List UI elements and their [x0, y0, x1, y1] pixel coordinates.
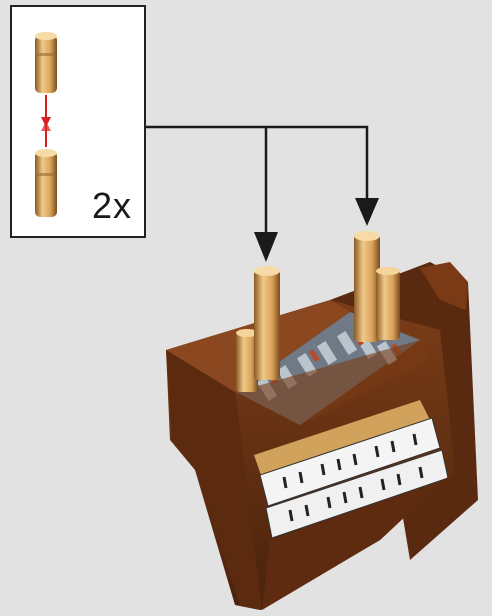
parts-callout-box: 2x	[10, 5, 146, 238]
arrow-down-icon	[254, 232, 278, 262]
connector-lines	[146, 125, 369, 232]
tan-rod-assembly-icon	[35, 32, 57, 217]
arrow-down-icon	[355, 198, 379, 226]
organ-pipes	[236, 231, 400, 392]
quantity-label: 2x	[92, 185, 133, 226]
organ-model-icon	[166, 231, 478, 610]
connector-line-right	[146, 125, 369, 200]
